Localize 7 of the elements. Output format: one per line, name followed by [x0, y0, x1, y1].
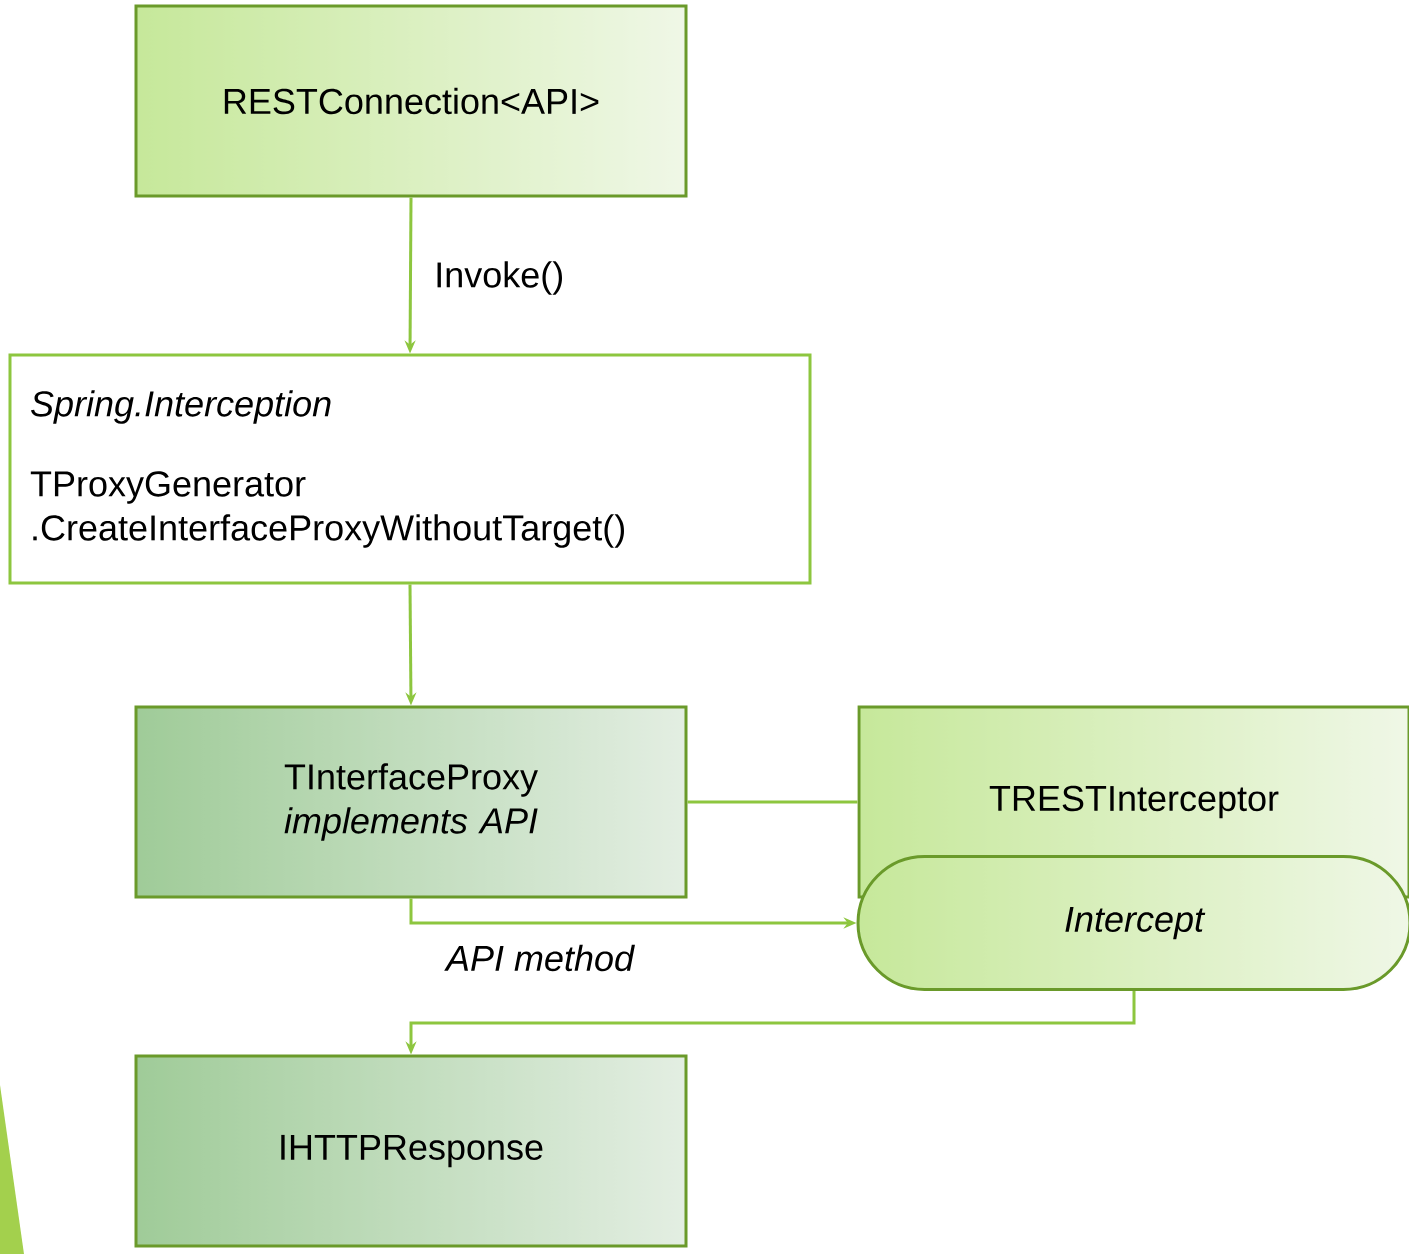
package-box: Spring.Interception TProxyGenerator .CreateInterfaceProxyWithoutTarget() — [8, 353, 812, 585]
edge-label: Invoke() — [432, 259, 567, 297]
method-pill: Intercept — [856, 855, 1409, 991]
edge-label: API method — [443, 942, 637, 974]
class-box: TInterfaceProxy implements API — [134, 705, 688, 899]
class-box: RESTConnection<API> — [134, 4, 688, 198]
class-box: IHTTPResponse — [134, 1054, 688, 1248]
